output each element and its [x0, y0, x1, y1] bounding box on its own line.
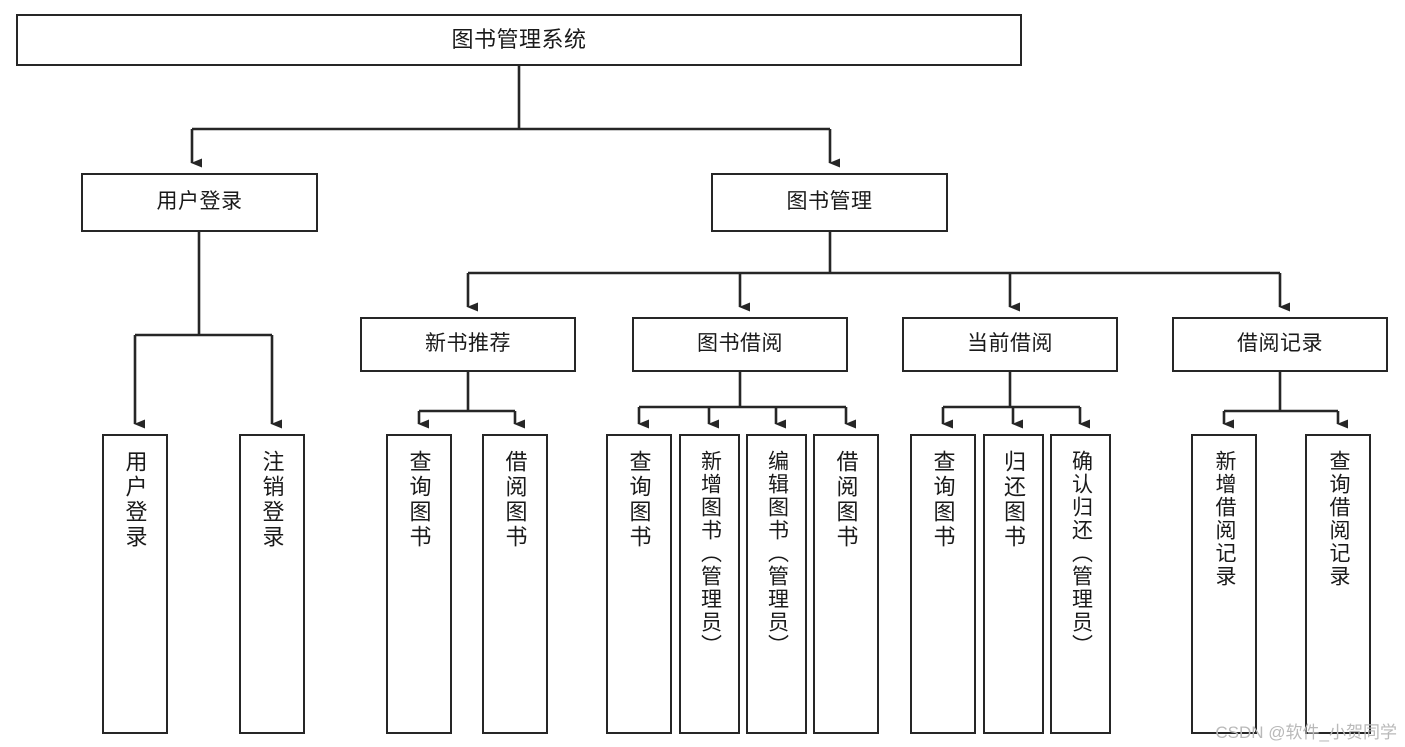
node-leaf-query-record[interactable]: 查询借阅记录: [1305, 434, 1371, 734]
node-leaf-user-logout[interactable]: 注销登录: [239, 434, 305, 734]
node-leaf-add-book-label: 新增图书（管理员）: [698, 450, 722, 657]
node-leaf-add-record[interactable]: 新增借阅记录: [1191, 434, 1257, 734]
node-leaf-user-login-label: 用户登录: [122, 450, 148, 550]
node-leaf-query-book-2-label: 查询图书: [626, 450, 652, 550]
node-book-borrow-label: 图书借阅: [697, 332, 783, 356]
node-user-login[interactable]: 用户登录: [81, 173, 318, 232]
node-leaf-borrow-book-1[interactable]: 借阅图书: [482, 434, 548, 734]
node-leaf-query-record-label: 查询借阅记录: [1327, 450, 1351, 588]
node-new-book-rec-label: 新书推荐: [425, 332, 511, 356]
node-leaf-query-book-1-label: 查询图书: [406, 450, 432, 550]
node-leaf-borrow-book-2[interactable]: 借阅图书: [813, 434, 879, 734]
node-new-book-rec[interactable]: 新书推荐: [360, 317, 576, 372]
node-leaf-return-book[interactable]: 归还图书: [983, 434, 1044, 734]
node-leaf-query-book-2[interactable]: 查询图书: [606, 434, 672, 734]
node-leaf-user-logout-label: 注销登录: [259, 450, 285, 550]
node-leaf-return-book-label: 归还图书: [1001, 450, 1027, 550]
node-current-borrow[interactable]: 当前借阅: [902, 317, 1118, 372]
node-borrow-record[interactable]: 借阅记录: [1172, 317, 1388, 372]
node-leaf-borrow-book-2-label: 借阅图书: [833, 450, 859, 550]
node-leaf-query-book-3-label: 查询图书: [930, 450, 956, 550]
node-leaf-borrow-book-1-label: 借阅图书: [502, 450, 528, 550]
node-leaf-user-login[interactable]: 用户登录: [102, 434, 168, 734]
node-book-borrow[interactable]: 图书借阅: [632, 317, 848, 372]
node-book-manage-label: 图书管理: [786, 190, 873, 214]
node-leaf-add-record-label: 新增借阅记录: [1213, 450, 1237, 588]
node-user-login-label: 用户登录: [156, 190, 243, 214]
node-leaf-edit-book[interactable]: 编辑图书（管理员）: [746, 434, 807, 734]
node-current-borrow-label: 当前借阅: [967, 332, 1053, 356]
node-leaf-confirm-return[interactable]: 确认归还（管理员）: [1050, 434, 1111, 734]
node-leaf-query-book-3[interactable]: 查询图书: [910, 434, 976, 734]
node-root[interactable]: 图书管理系统: [16, 14, 1022, 66]
node-leaf-add-book[interactable]: 新增图书（管理员）: [679, 434, 740, 734]
node-leaf-edit-book-label: 编辑图书（管理员）: [765, 450, 789, 657]
node-leaf-query-book-1[interactable]: 查询图书: [386, 434, 452, 734]
node-leaf-confirm-return-label: 确认归还（管理员）: [1069, 450, 1093, 657]
node-root-label: 图书管理系统: [451, 27, 587, 53]
node-borrow-record-label: 借阅记录: [1237, 332, 1323, 356]
watermark-label: CSDN @软件_小贺同学: [1215, 723, 1397, 742]
node-book-manage[interactable]: 图书管理: [711, 173, 948, 232]
